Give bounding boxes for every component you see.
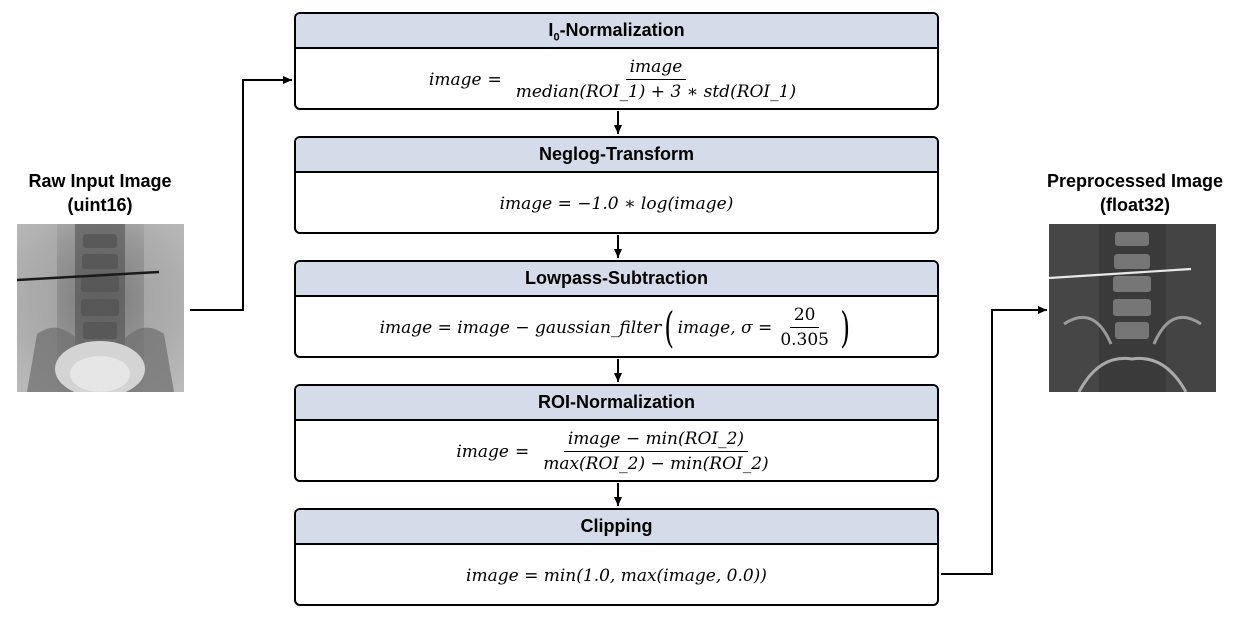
formula-text: image = min(1.0, max(image, 0.0)) <box>466 565 767 586</box>
formula-equals: = <box>487 69 502 90</box>
step-i0-normalization-title: I0-Normalization <box>296 14 937 49</box>
formula-denominator: 0.305 <box>780 330 829 350</box>
raw-input-caption: Raw Input Image (uint16) <box>0 169 200 217</box>
step-clipping: Clipping image = min(1.0, max(image, 0.0… <box>294 508 939 606</box>
step-clipping-formula: image = min(1.0, max(image, 0.0)) <box>296 545 937 604</box>
preprocessed-caption-type: (float32) <box>1099 195 1170 215</box>
open-paren: ( <box>664 302 675 352</box>
formula-denominator: max(ROI_2) − min(ROI_2) <box>543 454 769 474</box>
raw-input-image <box>17 224 184 392</box>
formula-arg: image, σ = <box>677 317 773 338</box>
formula-equals: = <box>514 441 530 462</box>
formula-fraction: 20 0.305 <box>776 305 833 350</box>
step-lowpass-subtraction: Lowpass-Subtraction image = image − gaus… <box>294 260 939 358</box>
step-clipping-title: Clipping <box>296 510 937 545</box>
preprocessed-caption: Preprocessed Image (float32) <box>1030 169 1239 217</box>
formula-numerator: 20 <box>789 305 820 328</box>
step-i0-normalization-formula: image = image median(ROI_1) + 3 ∗ std(RO… <box>296 49 937 108</box>
formula-text: image = −1.0 ∗ log(image) <box>499 193 734 214</box>
step-lowpass-subtraction-formula: image = image − gaussian_filter ( image,… <box>296 297 937 356</box>
arrow-input-to-normalization <box>190 76 292 311</box>
step-neglog-transform-title: Neglog-Transform <box>296 138 937 173</box>
formula-lhs: image <box>456 441 509 462</box>
step-roi-normalization-title: ROI-Normalization <box>296 386 937 421</box>
step-lowpass-subtraction-title: Lowpass-Subtraction <box>296 262 937 297</box>
step-roi-normalization: ROI-Normalization image = image − min(RO… <box>294 384 939 482</box>
preprocessed-image <box>1049 224 1216 392</box>
formula-fraction: image − min(ROI_2) max(ROI_2) − min(ROI_… <box>539 429 772 474</box>
step-roi-normalization-formula: image = image − min(ROI_2) max(ROI_2) − … <box>296 421 937 480</box>
close-paren: ) <box>840 302 851 352</box>
arrow-clipping-to-output <box>941 306 1047 575</box>
step-neglog-transform-formula: image = −1.0 ∗ log(image) <box>296 173 937 232</box>
formula-lhs: image <box>428 69 482 90</box>
formula-fraction: image median(ROI_1) + 3 ∗ std(ROI_1) <box>512 57 800 102</box>
raw-input-caption-title: Raw Input Image <box>28 171 172 191</box>
formula-numerator: image − min(ROI_2) <box>563 429 749 452</box>
preprocessed-caption-title: Preprocessed Image <box>1046 171 1224 191</box>
formula-numerator: image <box>625 57 687 80</box>
formula-denominator: median(ROI_1) + 3 ∗ std(ROI_1) <box>515 82 797 102</box>
step-neglog-transform: Neglog-Transform image = −1.0 ∗ log(imag… <box>294 136 939 234</box>
formula-lhs: image = image − gaussian_filter <box>379 317 662 338</box>
step-i0-normalization: I0-Normalization image = image median(RO… <box>294 12 939 110</box>
raw-input-caption-type: (uint16) <box>67 195 133 215</box>
